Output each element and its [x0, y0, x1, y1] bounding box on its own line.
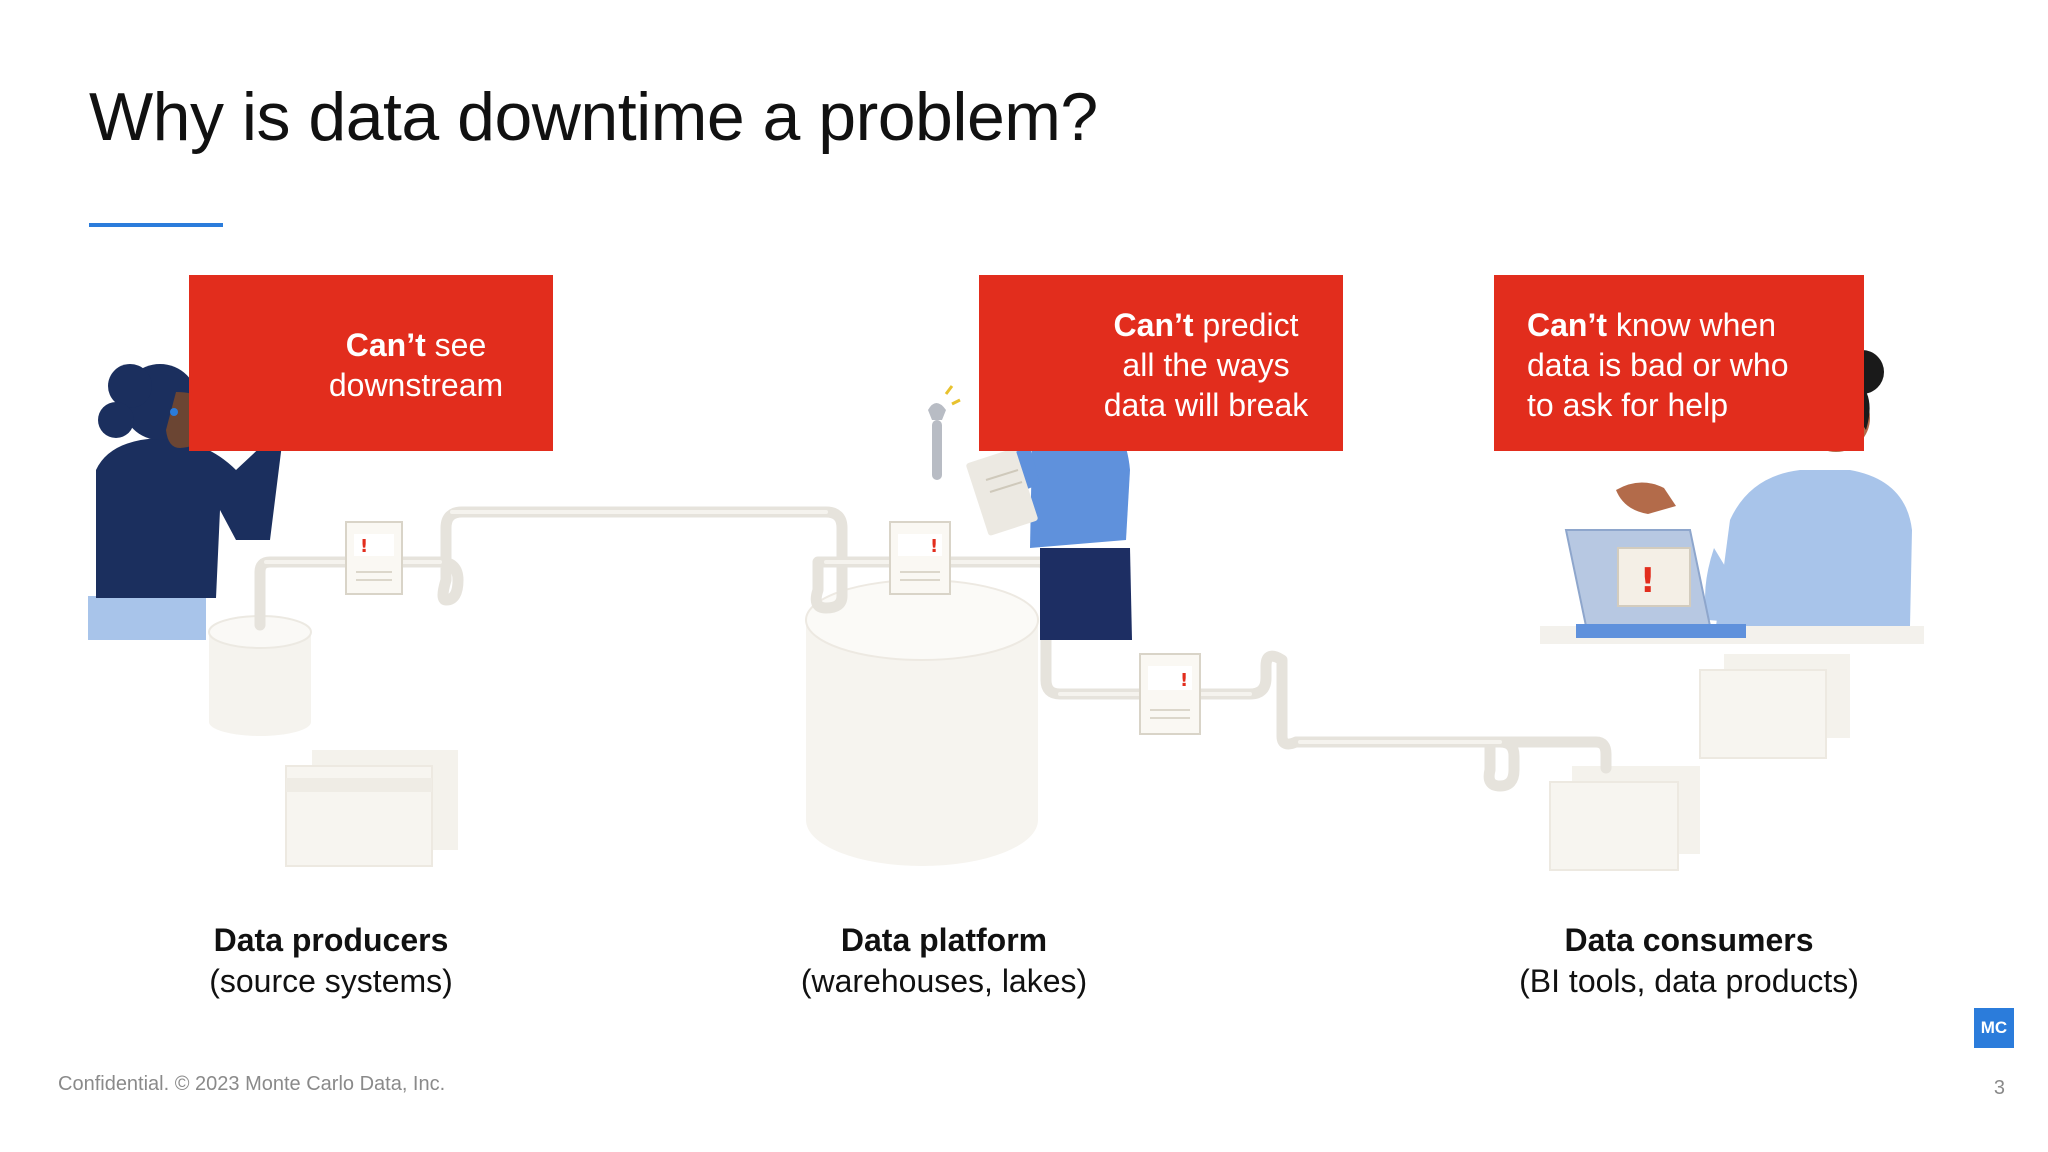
- stage-name: Data consumers: [1564, 922, 1814, 958]
- wrench-icon: [928, 385, 961, 480]
- brand-badge: MC: [1974, 1008, 2014, 1048]
- warehouse-database-icon: [805, 579, 1039, 866]
- source-documents-icon: [285, 750, 458, 867]
- footer-confidential: Confidential. © 2023 Monte Carlo Data, I…: [58, 1073, 446, 1095]
- callout-line: Can’t see: [345, 327, 487, 363]
- stage-label-consumers: Data consumers (BI tools, data products): [1469, 920, 1909, 1002]
- alert-window-icon: !: [889, 521, 951, 595]
- stage-subtitle: (warehouses, lakes): [800, 963, 1088, 999]
- callout-line: to ask for help: [1527, 387, 1728, 423]
- callout-line: Can’t know when: [1527, 307, 1776, 343]
- stage-subtitle: (BI tools, data products): [1519, 963, 1859, 999]
- source-database-icon: [208, 615, 312, 736]
- stage-label-producers: Data producers (source systems): [111, 920, 551, 1002]
- stage-subtitle: (source systems): [209, 963, 453, 999]
- callout-line: Can’t predict: [1113, 307, 1299, 343]
- clipboard-icon: [966, 448, 1038, 536]
- slide-title: Why is data downtime a problem?: [89, 79, 1098, 155]
- stage-name: Data producers: [213, 922, 449, 958]
- svg-text:!: !: [1640, 561, 1656, 601]
- title-underline: [89, 223, 223, 227]
- stage-name: Data platform: [840, 922, 1048, 958]
- callout-line: data is bad or who: [1527, 347, 1789, 383]
- callout-cant-see-downstream: Can’t see downstream: [189, 275, 553, 451]
- svg-text:!: !: [930, 536, 938, 557]
- consumer-documents-icon: [1549, 654, 1850, 871]
- person-with-binoculars: [88, 364, 282, 640]
- svg-text:!: !: [1180, 670, 1188, 691]
- callout-line: all the ways: [1122, 347, 1290, 383]
- callout-line: downstream: [328, 367, 504, 403]
- alert-window-icon: !: [1139, 653, 1201, 735]
- page-number: 3: [1993, 1077, 2005, 1099]
- callout-cant-predict: Can’t predict all the ways data will bre…: [979, 275, 1343, 451]
- callout-cant-know-when: Can’t know when data is bad or who to as…: [1494, 275, 1864, 451]
- laptop-icon: !: [1564, 529, 1746, 638]
- svg-text:!: !: [360, 536, 368, 557]
- alert-window-icon: !: [345, 521, 403, 595]
- stage-label-platform: Data platform (warehouses, lakes): [724, 920, 1164, 1002]
- callout-line: data will break: [1103, 387, 1309, 423]
